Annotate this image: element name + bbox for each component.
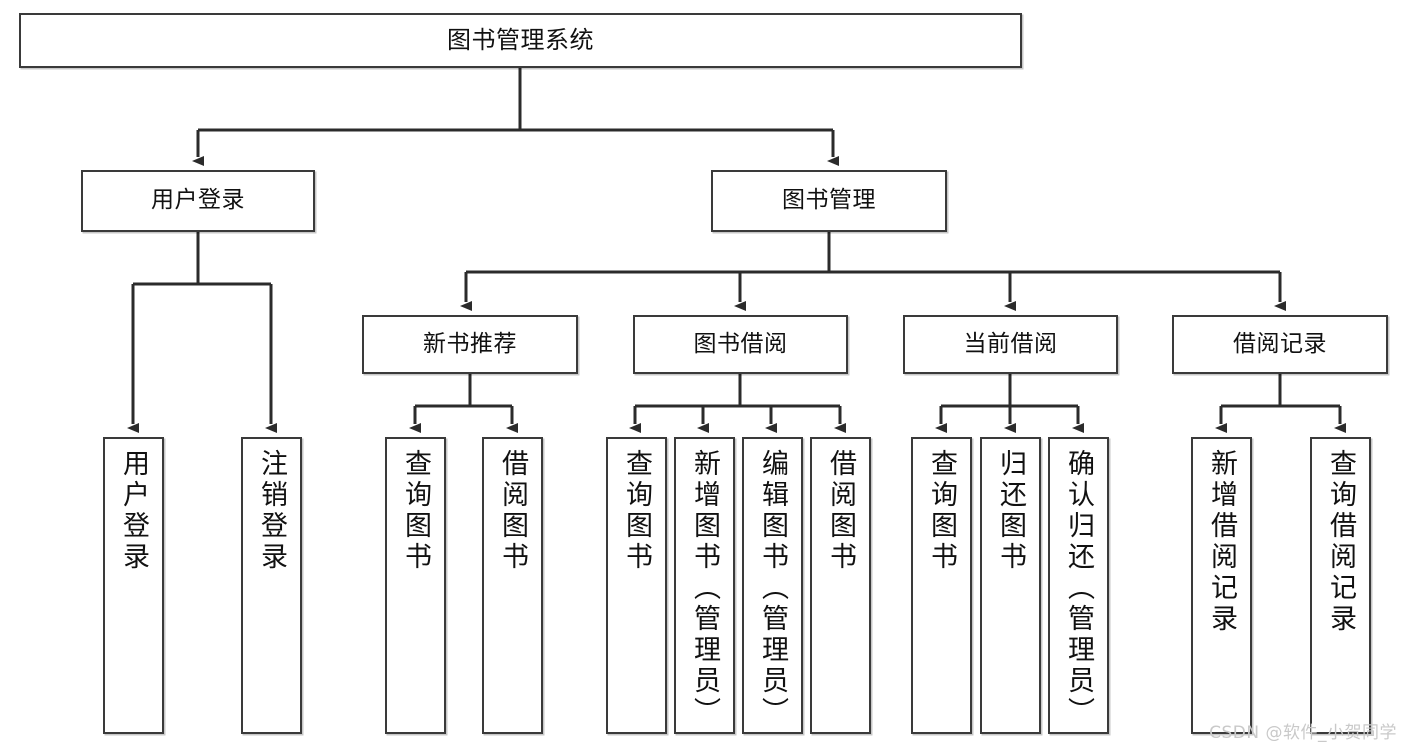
leaf-logout-login[interactable]: 注销登录 [241, 437, 302, 734]
leaf-return-book[interactable]: 归还图书 [980, 437, 1041, 734]
node-label: 借阅图书 [825, 449, 856, 573]
node-label: 当前借阅 [963, 330, 1058, 357]
leaf-user-login[interactable]: 用户登录 [103, 437, 164, 734]
node-label: 编辑图书（管理员） [757, 449, 788, 728]
node-label: 查询图书 [926, 449, 957, 573]
node-current-borrow[interactable]: 当前借阅 [903, 315, 1118, 374]
leaf-add-book-admin[interactable]: 新增图书（管理员） [674, 437, 735, 734]
node-borrow-record[interactable]: 借阅记录 [1172, 315, 1388, 374]
node-new-book-recommend[interactable]: 新书推荐 [362, 315, 578, 374]
leaf-borrow-book-recommend[interactable]: 借阅图书 [482, 437, 543, 734]
node-label: 图书管理 [782, 187, 876, 214]
node-label: 新增图书（管理员） [689, 449, 720, 728]
node-label: 新书推荐 [423, 330, 517, 357]
node-label: 确认归还（管理员） [1063, 449, 1094, 728]
leaf-edit-book-admin[interactable]: 编辑图书（管理员） [742, 437, 803, 734]
node-book-borrow[interactable]: 图书借阅 [633, 315, 848, 374]
leaf-query-book-borrow[interactable]: 查询图书 [606, 437, 667, 734]
node-root-book-management-system[interactable]: 图书管理系统 [19, 13, 1022, 68]
node-label: 注销登录 [256, 449, 287, 573]
leaf-add-borrow-record[interactable]: 新增借阅记录 [1191, 437, 1252, 734]
node-label: 用户登录 [151, 187, 245, 214]
node-label: 用户登录 [118, 449, 149, 573]
node-label: 借阅记录 [1233, 330, 1327, 357]
node-label: 查询图书 [400, 449, 431, 573]
leaf-query-book-recommend[interactable]: 查询图书 [385, 437, 446, 734]
leaf-query-book-current[interactable]: 查询图书 [911, 437, 972, 734]
node-label: 借阅图书 [497, 449, 528, 573]
leaf-confirm-return-admin[interactable]: 确认归还（管理员） [1048, 437, 1109, 734]
node-label: 归还图书 [995, 449, 1026, 573]
node-label: 查询借阅记录 [1325, 449, 1356, 635]
leaf-borrow-book[interactable]: 借阅图书 [810, 437, 871, 734]
node-user-login[interactable]: 用户登录 [81, 170, 315, 232]
node-label: 图书借阅 [693, 330, 788, 357]
leaf-query-borrow-record[interactable]: 查询借阅记录 [1310, 437, 1371, 734]
node-label: 图书管理系统 [447, 26, 594, 55]
node-book-management[interactable]: 图书管理 [711, 170, 947, 232]
csdn-watermark: CSDN @软件_小贺同学 [1209, 723, 1397, 743]
node-label: 查询图书 [621, 449, 652, 573]
node-label: 新增借阅记录 [1206, 449, 1237, 635]
